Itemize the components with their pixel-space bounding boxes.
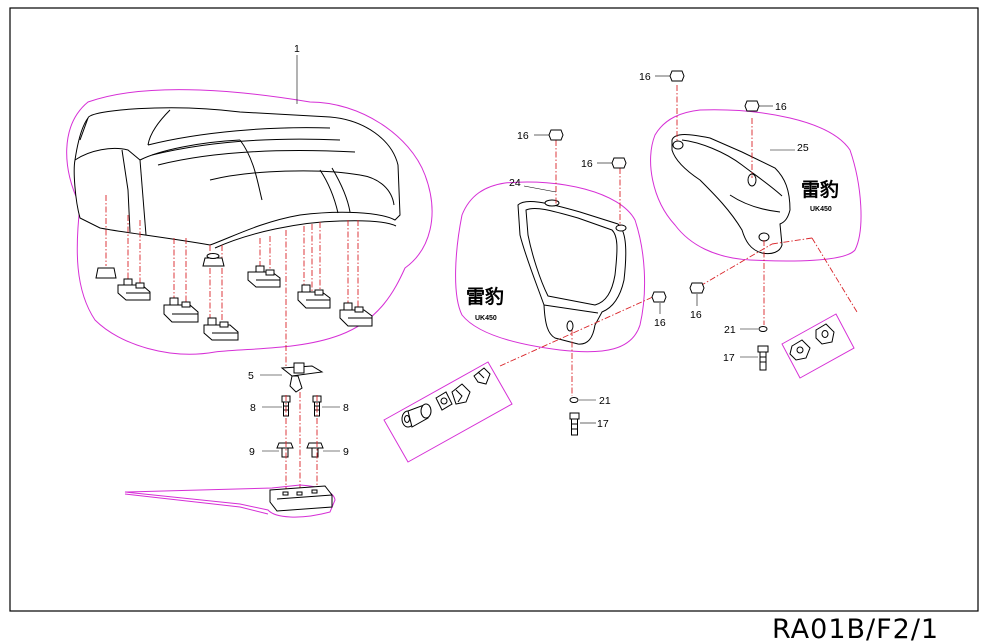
- nut-16-f: [689, 282, 705, 294]
- callout-16-f: 16: [690, 309, 702, 321]
- side-cover-24-group: 雷豹 UK450 24 16 16 16 21: [383, 129, 667, 463]
- seat-group: 1: [66, 43, 433, 366]
- grommet-detail-right: [781, 313, 855, 379]
- screw-9-right: [306, 442, 324, 458]
- callout-21-a: 21: [599, 395, 611, 407]
- uk450-logo-right: 雷豹 UK450: [801, 178, 839, 213]
- latch-bracket-5: [280, 362, 324, 393]
- logo-left-cn: 雷豹: [466, 285, 504, 308]
- washer-21-b: [758, 326, 768, 332]
- callout-17-a: 17: [597, 418, 609, 430]
- side-cover-25-boundary: [650, 109, 862, 262]
- callout-16-b: 16: [581, 158, 593, 170]
- nut-16-a: [548, 129, 564, 141]
- seat-group-boundary: [66, 89, 433, 355]
- callout-5: 5: [248, 370, 254, 382]
- nut-16-c: [651, 291, 667, 303]
- callout-21-b: 21: [724, 324, 736, 336]
- uk450-logo-left: 雷豹 UK450: [466, 285, 504, 322]
- nut-16-b: [611, 157, 627, 169]
- bolt-17-b: [757, 345, 769, 371]
- callout-25: 25: [797, 142, 809, 154]
- drawing-frame: [9, 7, 979, 612]
- callout-24: 24: [509, 177, 521, 189]
- seat-latch-group: 5 8 8 9 9: [124, 362, 349, 518]
- logo-right-model: UK450: [810, 206, 832, 213]
- side-cover-24-boundary: [455, 181, 646, 353]
- washer-21-a: [569, 397, 579, 403]
- nut-16-e: [744, 100, 760, 112]
- logo-left-model: UK450: [475, 315, 497, 322]
- grommet-detail-left: [383, 361, 513, 463]
- callout-9-left: 9: [249, 446, 255, 458]
- logo-right-cn: 雷豹: [801, 178, 839, 201]
- bolt-17-a: [569, 412, 580, 436]
- seat-part-1: [73, 107, 401, 249]
- screw-9-left: [276, 442, 294, 458]
- side-cover-25: [671, 134, 791, 255]
- callout-16-e: 16: [775, 101, 787, 113]
- callout-16-c: 16: [654, 317, 666, 329]
- side-cover-24: [517, 199, 627, 345]
- latch-base: [124, 484, 336, 518]
- callout-8-right: 8: [343, 402, 349, 414]
- callout-16-a: 16: [517, 130, 529, 142]
- sheet-code: RA01B/F2/1: [772, 614, 939, 643]
- callout-1: 1: [294, 43, 300, 55]
- callout-8-left: 8: [250, 402, 256, 414]
- seat-bushings: [95, 253, 373, 341]
- nut-16-d: [669, 70, 685, 82]
- callout-9-right: 9: [343, 446, 349, 458]
- callout-17-b: 17: [723, 352, 735, 364]
- callout-16-d: 16: [639, 71, 651, 83]
- side-cover-25-group: 雷豹 UK450 25 16 16 16 21: [639, 70, 862, 379]
